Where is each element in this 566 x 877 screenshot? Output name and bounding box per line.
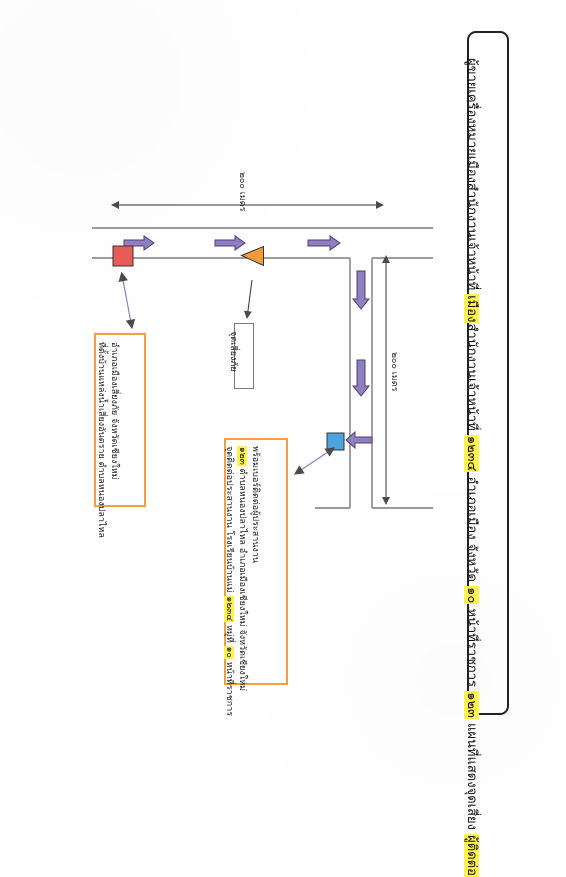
title-banner-frame — [467, 31, 509, 715]
banner-text-part-5: แผนที่แสดงจุดเสี่ยง — [464, 718, 479, 835]
route-arrow-2 — [214, 235, 246, 251]
banner-text: ผู้ขายเครื่องหมายเมืองสำนักงานเจ้าหน้าที… — [462, 58, 480, 877]
left-info-box — [94, 333, 146, 507]
right-box-line-2: ๑๒๓ ตำบลหนองปลาไหล อำเภอเมืองเชียงใหม่ จ… — [236, 446, 248, 691]
right-box-line-2-highlight: ๑๒๓ — [237, 446, 247, 466]
route-arrow-3 — [307, 235, 341, 251]
blue-contact-marker — [326, 432, 345, 451]
banner-text-part-4: หน้าที่ราชการ — [464, 604, 479, 692]
right-box-line-1-prefix: จุดติดต่อประสานงาน โรงเรียนบ้านแม่ — [224, 446, 234, 596]
right-box-line-1-tail: หน้าที่ราชการ — [224, 658, 234, 717]
route-arrow-group — [123, 235, 373, 450]
left-box-line-2: อำเภอเมืองเสี่ยงภัย จังหวัดเชียงใหม่ — [109, 342, 119, 480]
banner-highlight-3: ๑๐ — [464, 586, 479, 605]
right-box-line-1: จุดติดต่อประสานงาน โรงเรียนบ้านแม่ ๑๒๓๔ … — [223, 446, 235, 716]
right-box-line-1-highlight-2: ๑๐ — [224, 645, 234, 659]
red-location-marker — [112, 245, 134, 267]
banner-highlight-1: เมือง — [464, 294, 479, 324]
left-connector-arrow — [118, 271, 136, 330]
route-map — [92, 31, 509, 715]
route-arrow-5 — [351, 359, 371, 397]
right-box-line-1-highlight: ๑๒๓๔ — [224, 595, 234, 623]
vertical-distance-label: ๒๐๐ เมตร — [389, 352, 399, 392]
banner-text-part-3: อำเภอเมือง จังหวัด — [464, 472, 479, 587]
left-box-line-1: ที่ตั้งบ้านแหล่งน้ำเสี่ยงอันตราย ตำบลหนอ… — [96, 342, 106, 538]
route-arrow-6 — [345, 430, 373, 450]
middle-risk-box — [234, 323, 254, 389]
middle-connector-arrow — [243, 279, 253, 319]
middle-box-label: จุดเสี่ยงภัย — [228, 331, 238, 372]
right-info-box — [224, 438, 288, 685]
route-arrow-4 — [351, 270, 371, 310]
banner-highlight-4: ๑๒๓ — [464, 691, 479, 719]
banner-highlight-5: ผู้ติดต่อ — [464, 834, 479, 877]
banner-highlight-2: ๑๒๓๔ — [464, 434, 479, 473]
banner-text-part-2: สำนักงานเจ้าหน้าที่ — [464, 323, 479, 435]
right-connector-arrow — [294, 447, 335, 475]
horizontal-distance-label: ๒๐๐ เมตร — [237, 172, 247, 212]
right-box-line-2-suffix: ตำบลหนองปลาไหล อำเภอเมืองเชียงใหม่ จังหว… — [237, 465, 247, 692]
right-box-line-3: พร้อมเบอร์ติดต่อผู้ประสานงาน — [250, 446, 260, 564]
right-box-line-1-suffix: หมู่ที่ — [224, 622, 234, 646]
orange-risk-marker — [240, 245, 264, 267]
banner-text-part-1: ผู้ขายเครื่องหมายเมืองสำนักงานเจ้าหน้าที… — [464, 58, 479, 295]
